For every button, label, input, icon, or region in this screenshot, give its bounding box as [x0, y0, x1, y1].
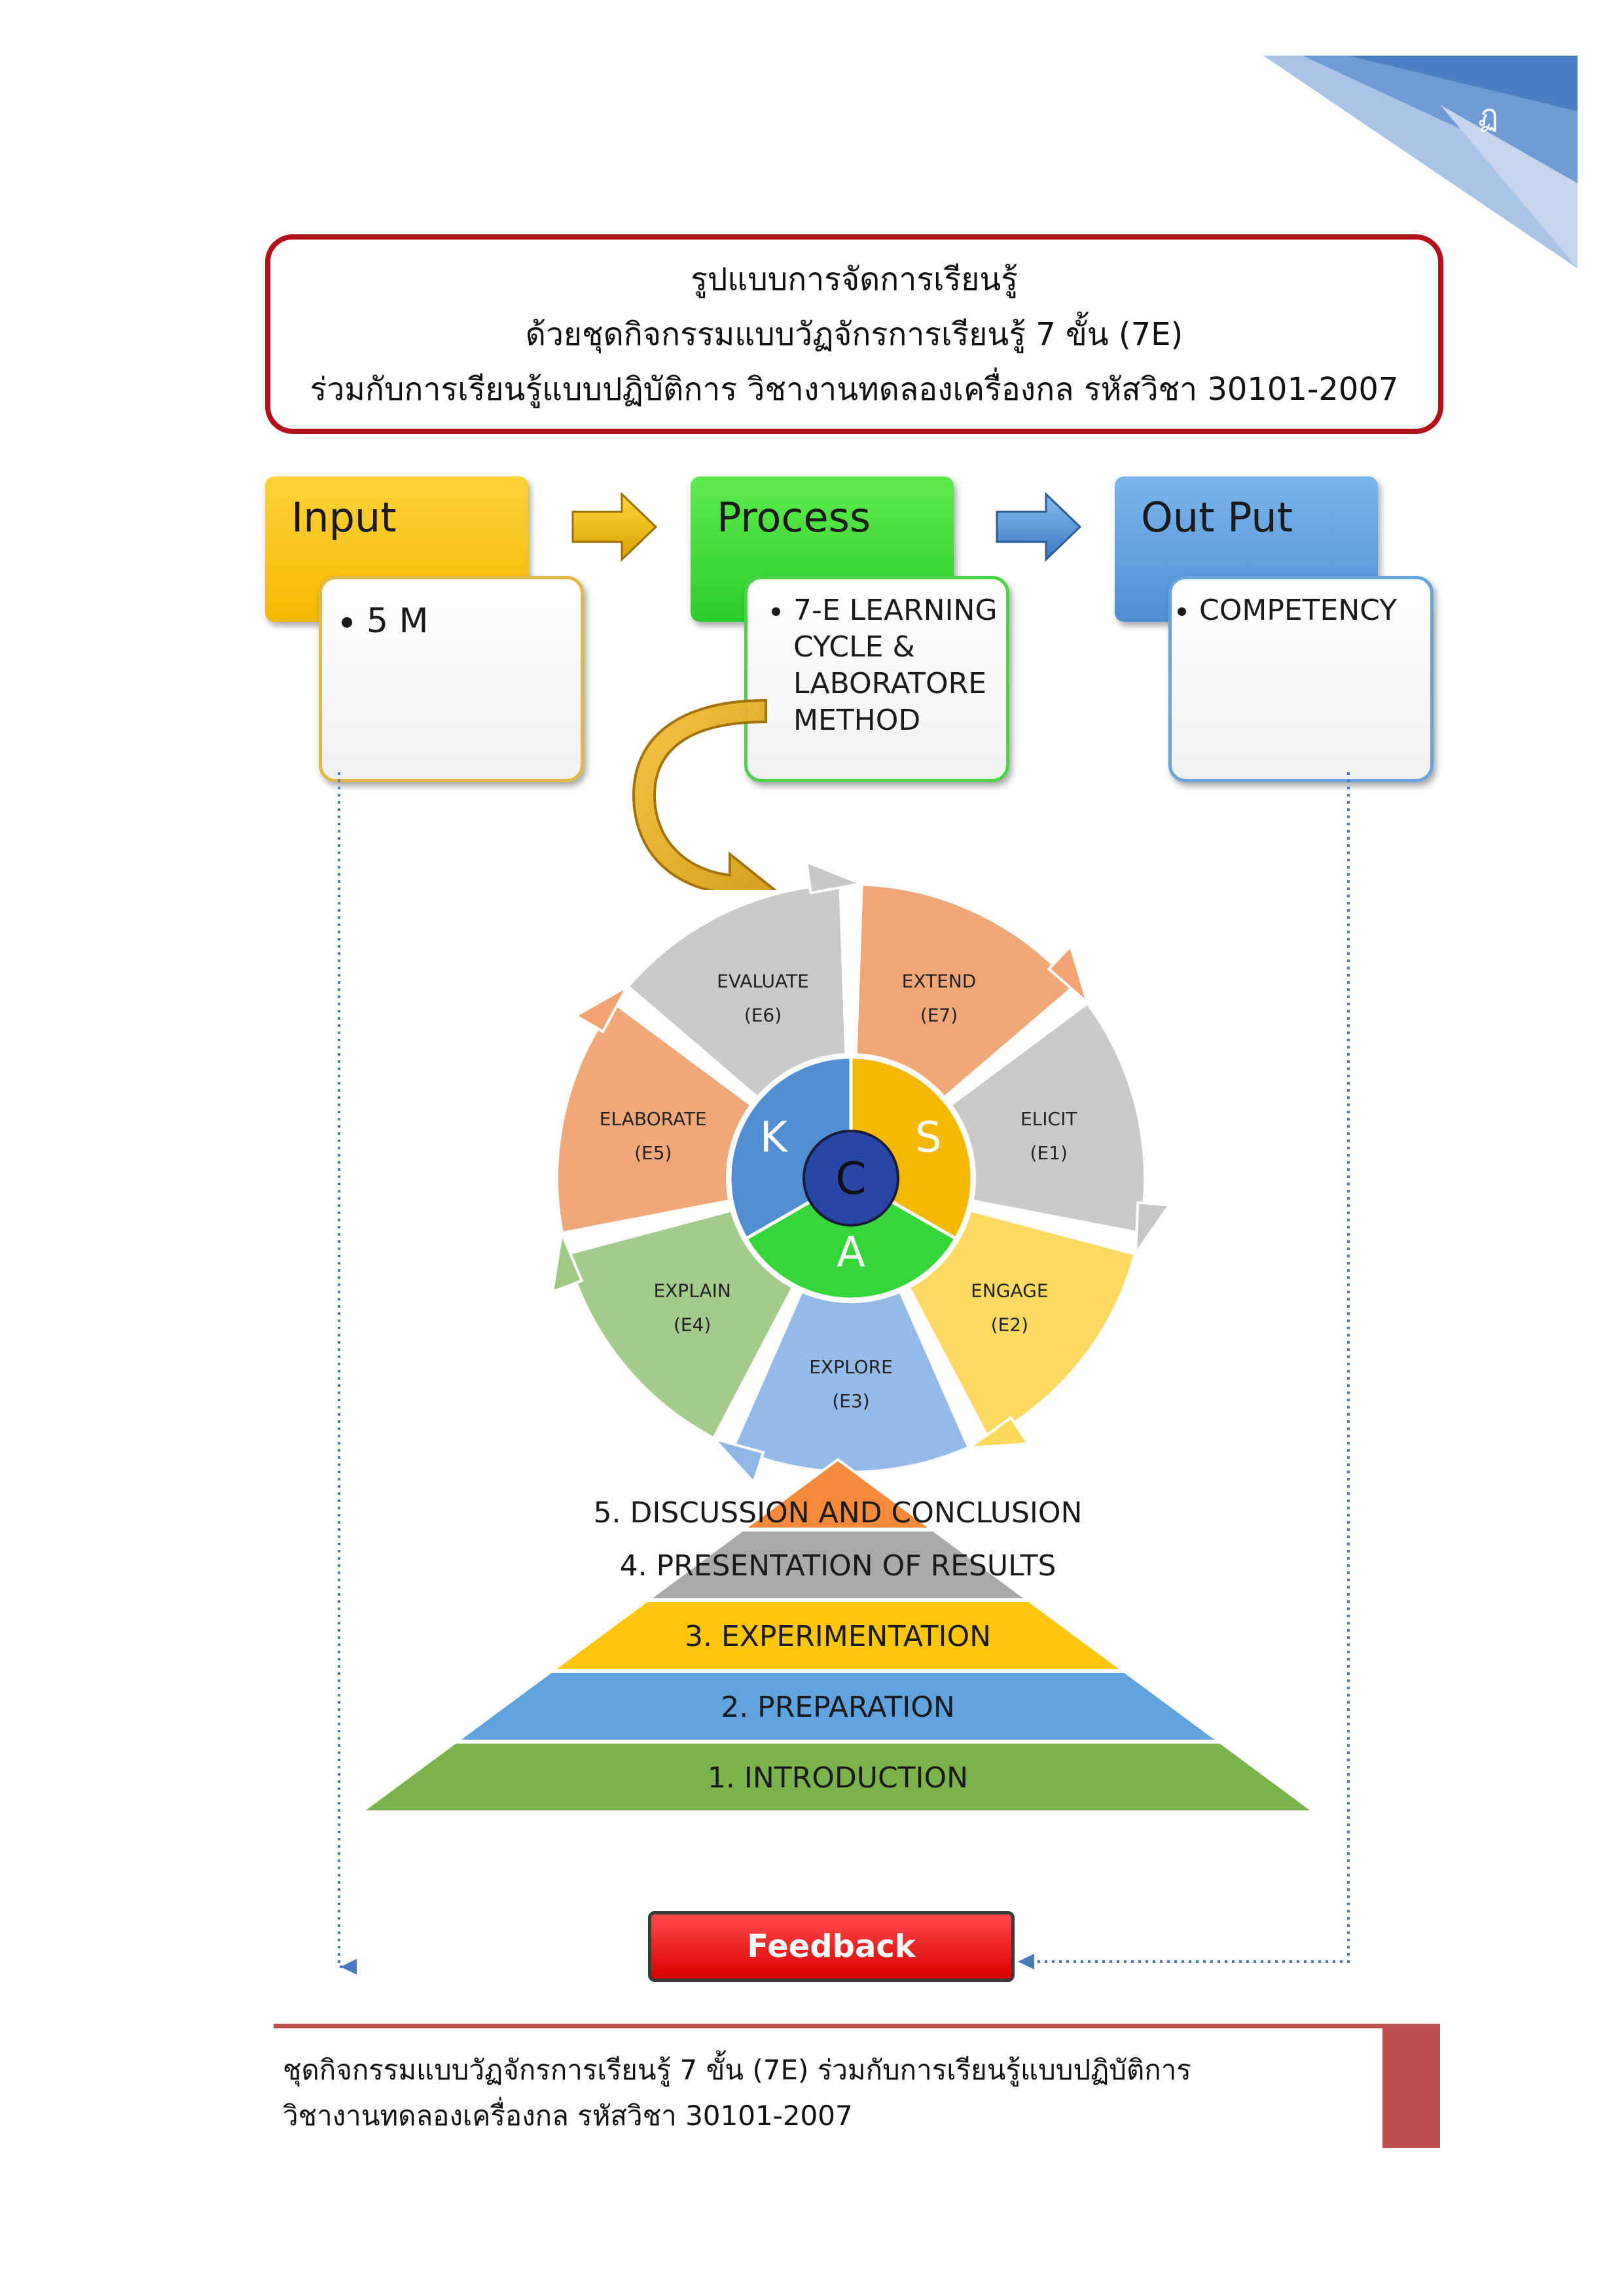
title-line-1: รูปแบบการจัดการเรียนรู้ [691, 260, 1018, 298]
curved-arrow [632, 698, 777, 890]
lab-method-pyramid: 5. DISCUSSION AND CONCLUSION 4. PRESENTAT… [357, 1458, 1318, 1813]
cycle-label-engage: ENGAGE [971, 1280, 1048, 1301]
cycle-code-explore: (E3) [832, 1390, 869, 1412]
footer-line-1: ชุดกิจกรรมแบบวัฏจักรการเรียนรู้ 7 ขั้น (… [283, 2054, 1191, 2086]
cycle-code-extend: (E7) [920, 1005, 958, 1026]
feedback-loop [338, 772, 1350, 1975]
footer-tab [1382, 2024, 1440, 2148]
output-label: Out Put [1141, 493, 1293, 541]
core-s-label: S [915, 1114, 942, 1162]
process-item-line-1: 7-E LEARNING [793, 594, 998, 627]
cycle-label-elaborate: ELABORATE [600, 1108, 707, 1130]
cycle-code-elaborate: (E5) [634, 1142, 672, 1164]
core-c-label: C [835, 1153, 866, 1205]
feedback-label: Feedback [648, 1911, 1015, 1982]
cycle-segment-explain: EXPLAIN (E4) [550, 1200, 808, 1442]
pyramid-label-4: 4. PRESENTATION OF RESULTS [620, 1549, 1056, 1583]
process-item-line-2: CYCLE & [793, 630, 915, 664]
pyramid-level-1: 1. INTRODUCTION [357, 1741, 1318, 1813]
core-a-sector [744, 1176, 958, 1301]
pyramid-label-5: 5. DISCUSSION AND CONCLUSION [594, 1496, 1083, 1530]
pyramid-label-2: 2. PREPARATION [721, 1691, 955, 1724]
input-body: 5 M [319, 576, 584, 782]
cycle-code-engage: (E2) [991, 1314, 1028, 1335]
pyramid-level-5: 5. DISCUSSION AND CONCLUSION [594, 1458, 1083, 1530]
cycle-label-evaluate: EVALUATE [717, 971, 809, 992]
title-line-3: ร่วมกับการเรียนรู้แบบปฏิบัติการ วิชางานท… [310, 370, 1399, 408]
footer-rule [274, 2024, 1439, 2028]
pyramid-level-4: 4. PRESENTATION OF RESULTS [620, 1529, 1056, 1601]
core-c-circle [803, 1130, 899, 1227]
cycle-segment-extend: EXTEND (E7) [852, 882, 1091, 1117]
process-item: 7-E LEARNING CYCLE & LABORATORE METHOD [793, 592, 1006, 739]
input-item: 5 M [367, 603, 581, 639]
cycle-code-elicit: (E1) [1030, 1142, 1068, 1164]
output-body: COMPETENCY [1168, 576, 1434, 782]
pyramid-label-3: 3. EXPERIMENTATION [685, 1620, 991, 1653]
cycle-label-extend: EXTEND [902, 971, 977, 992]
cycle-segment-elicit: ELICIT (E1) [927, 999, 1172, 1259]
core-k-label: K [760, 1114, 789, 1162]
arrow-input-to-process [571, 492, 658, 562]
process-body: 7-E LEARNING CYCLE & LABORATORE METHOD [744, 576, 1009, 782]
cycle-label-elicit: ELICIT [1020, 1108, 1077, 1130]
footer-line-2: วิชางานทดลองเครื่องกล รหัสวิชา 30101-200… [283, 2100, 853, 2132]
cycle-segment-engage: ENGAGE (E2) [893, 1200, 1138, 1450]
cycle-code-explain: (E4) [674, 1314, 711, 1335]
title-box: รูปแบบการจัดการเรียนรู้ ด้วยชุดกิจกรรมแบ… [265, 234, 1443, 434]
core-a-label: A [837, 1229, 865, 1277]
output-item: COMPETENCY [1199, 592, 1430, 629]
input-label: Input [291, 493, 397, 541]
corner-decoration [1263, 56, 1578, 268]
cycle-label-explore: EXPLORE [809, 1356, 893, 1378]
arrow-process-to-output [996, 492, 1082, 562]
page-number: ฏ [1478, 98, 1498, 133]
cycle-segment-explore: EXPLORE (E3) [710, 1265, 972, 1479]
process-item-line-4: METHOD [793, 704, 921, 737]
title-line-2: ด้วยชุดกิจกรรมแบบวัฏจักรการเรียนรู้ 7 ขั… [525, 315, 1183, 353]
pyramid-label-1: 1. INTRODUCTION [708, 1761, 968, 1795]
cycle-label-explain: EXPLAIN [653, 1280, 731, 1301]
seven-e-cycle: EVALUATE (E6) EXTEND (E7) ELICIT (E1) ENGAGE (E… [550, 859, 1172, 1479]
process-item-line-3: LABORATORE [793, 667, 987, 700]
process-label: Process [717, 493, 871, 541]
cycle-code-evaluate: (E6) [744, 1005, 782, 1026]
